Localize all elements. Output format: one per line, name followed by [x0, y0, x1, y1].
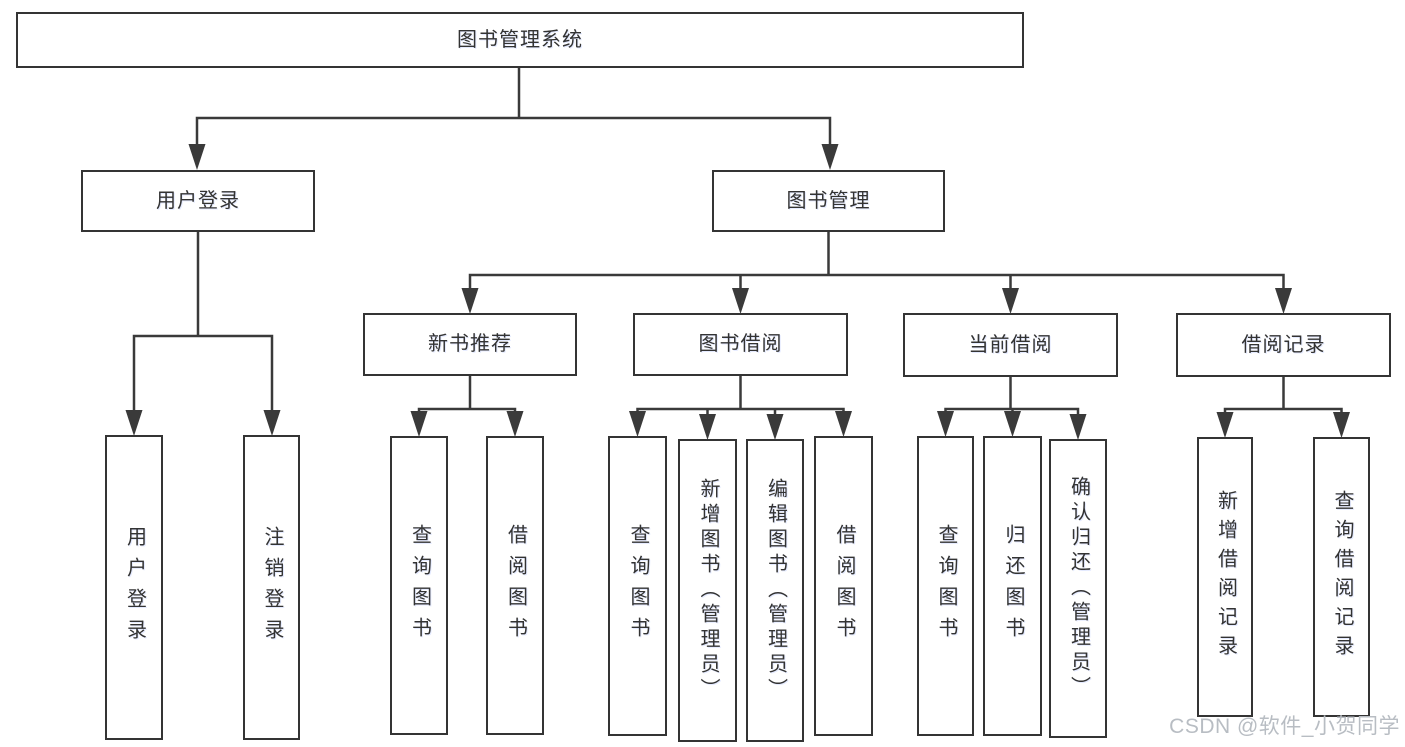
node-label: 借阅图书 [504, 523, 527, 648]
node-book-management: 图书管理 [712, 170, 945, 232]
node-label: 新书推荐 [428, 333, 512, 355]
node-label: 确认归还（管理员） [1067, 476, 1090, 701]
node-root-library-system: 图书管理系统 [16, 12, 1024, 68]
node-label: 查询图书 [408, 523, 431, 648]
leaf-edit-books-admin: 编辑图书（管理员） [746, 439, 804, 742]
node-label: 用户登录 [123, 525, 146, 650]
leaf-query-borrow-record: 查询借阅记录 [1313, 437, 1370, 717]
leaf-confirm-return-admin: 确认归还（管理员） [1049, 439, 1107, 738]
leaf-query-books-2: 查询图书 [608, 436, 667, 736]
leaf-return-books: 归还图书 [983, 436, 1042, 736]
leaf-borrow-books-1: 借阅图书 [486, 436, 544, 735]
leaf-add-borrow-record: 新增借阅记录 [1197, 437, 1253, 717]
leaf-add-books-admin: 新增图书（管理员） [678, 439, 737, 742]
node-label: 归还图书 [1002, 524, 1024, 648]
connector-arrows [125, 144, 1350, 440]
node-label: 查询图书 [935, 524, 957, 648]
node-book-borrowing: 图书借阅 [633, 313, 848, 376]
node-user-login: 用户登录 [81, 170, 315, 232]
leaf-logout: 注销登录 [243, 435, 300, 740]
node-label: 查询图书 [627, 524, 649, 648]
node-label: 图书管理系统 [457, 28, 583, 51]
node-label: 借阅图书 [833, 524, 855, 648]
node-borrow-records: 借阅记录 [1176, 313, 1391, 377]
node-new-book-recommend: 新书推荐 [363, 313, 577, 376]
node-label: 当前借阅 [968, 333, 1053, 356]
node-label: 编辑图书（管理员） [764, 478, 787, 703]
node-current-borrowing: 当前借阅 [903, 313, 1118, 377]
node-label: 注销登录 [261, 525, 283, 650]
node-label: 用户登录 [156, 189, 240, 212]
node-label: 新增图书（管理员） [697, 478, 719, 703]
node-label: 借阅记录 [1241, 333, 1326, 356]
node-label: 图书借阅 [698, 333, 783, 355]
node-label: 图书管理 [786, 189, 871, 212]
leaf-query-books-1: 查询图书 [390, 436, 448, 735]
leaf-query-books-3: 查询图书 [917, 436, 974, 736]
node-label: 查询借阅记录 [1331, 490, 1353, 664]
node-label: 新增借阅记录 [1214, 490, 1237, 664]
leaf-user-login: 用户登录 [105, 435, 163, 740]
csdn-watermark: CSDN @软件_小贺同学 [1169, 715, 1400, 738]
leaf-borrow-books-2: 借阅图书 [814, 436, 873, 736]
